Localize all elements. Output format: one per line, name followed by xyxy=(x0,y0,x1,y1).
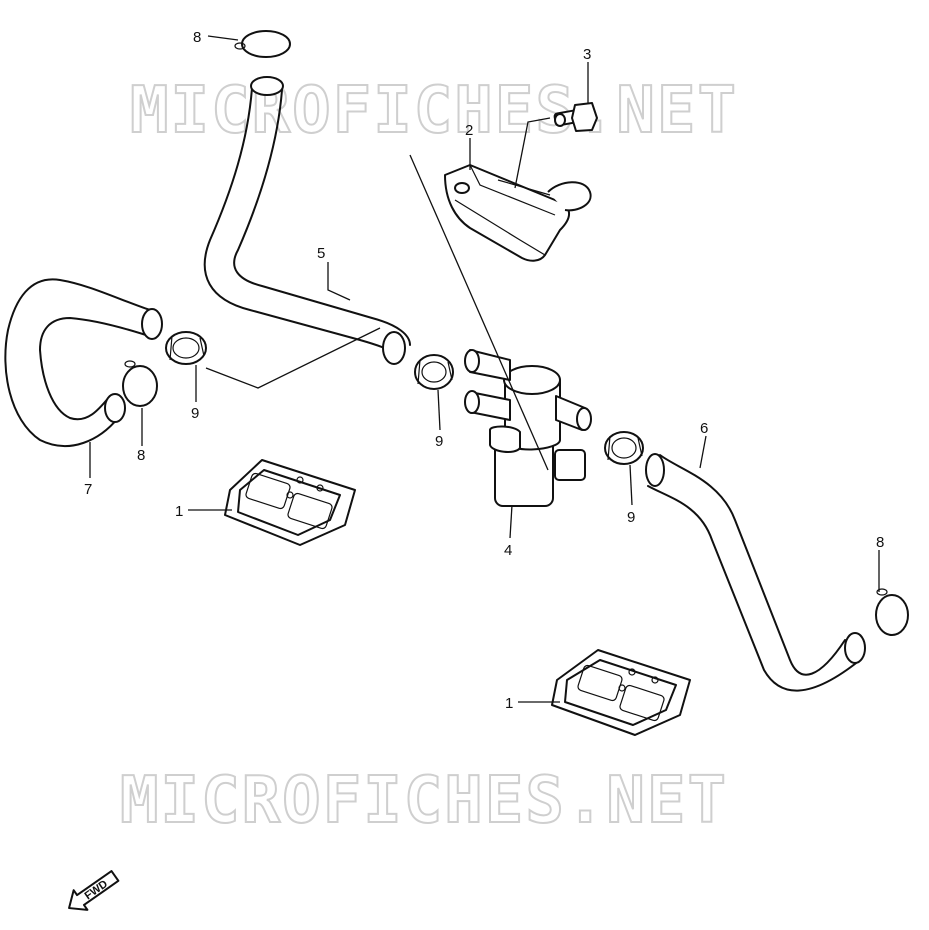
hose-part-5[interactable] xyxy=(203,76,411,365)
reed-plate-part-1-right[interactable] xyxy=(551,649,691,736)
oring-part-8-right[interactable] xyxy=(875,588,909,636)
bolt-part-3[interactable] xyxy=(553,102,598,132)
callout-4: 4 xyxy=(504,542,512,559)
callout-6: 6 xyxy=(700,420,708,437)
bracket-part-2[interactable] xyxy=(444,164,592,262)
bracket-hole xyxy=(454,182,470,194)
clamp-part-9-left[interactable] xyxy=(165,331,207,365)
oring-part-8-top[interactable] xyxy=(234,30,291,58)
hose-7-right-end xyxy=(141,308,163,340)
forward-arrow-icon: FWD xyxy=(68,870,120,911)
hose-6-bottom-end xyxy=(844,632,866,664)
callout-7: 7 xyxy=(84,481,92,498)
callout-1-right: 1 xyxy=(505,695,513,712)
valve-part-4[interactable] xyxy=(464,349,592,507)
callout-8-top: 8 xyxy=(193,29,201,46)
hose-part-6[interactable] xyxy=(645,453,866,692)
callout-8-left: 8 xyxy=(137,447,145,464)
hose-6-top-end xyxy=(645,453,665,487)
callout-1-left: 1 xyxy=(175,503,183,520)
reed-plate-part-1-left[interactable] xyxy=(224,459,356,546)
callout-2: 2 xyxy=(465,122,473,139)
oring-part-8-left[interactable] xyxy=(122,360,158,407)
hose-7-bottom-end xyxy=(104,393,126,423)
valve-connector xyxy=(554,449,586,481)
hose-5-bottom-end xyxy=(382,331,406,365)
hose-5-top-end xyxy=(250,76,284,96)
clamp-part-9-right[interactable] xyxy=(604,431,644,465)
leader-lines xyxy=(89,35,880,703)
callout-3: 3 xyxy=(583,46,591,63)
callout-9-left: 9 xyxy=(191,405,199,422)
callout-9-right: 9 xyxy=(627,509,635,526)
clamp-part-9-middle[interactable] xyxy=(414,354,454,390)
callout-9-middle: 9 xyxy=(435,433,443,450)
watermark-top: MICROFICHES.NET xyxy=(130,74,738,148)
callout-8-right: 8 xyxy=(876,534,884,551)
callout-5: 5 xyxy=(317,245,325,262)
hose-part-7[interactable] xyxy=(4,278,163,448)
watermark-bottom: MICROFICHES.NET xyxy=(120,764,728,838)
